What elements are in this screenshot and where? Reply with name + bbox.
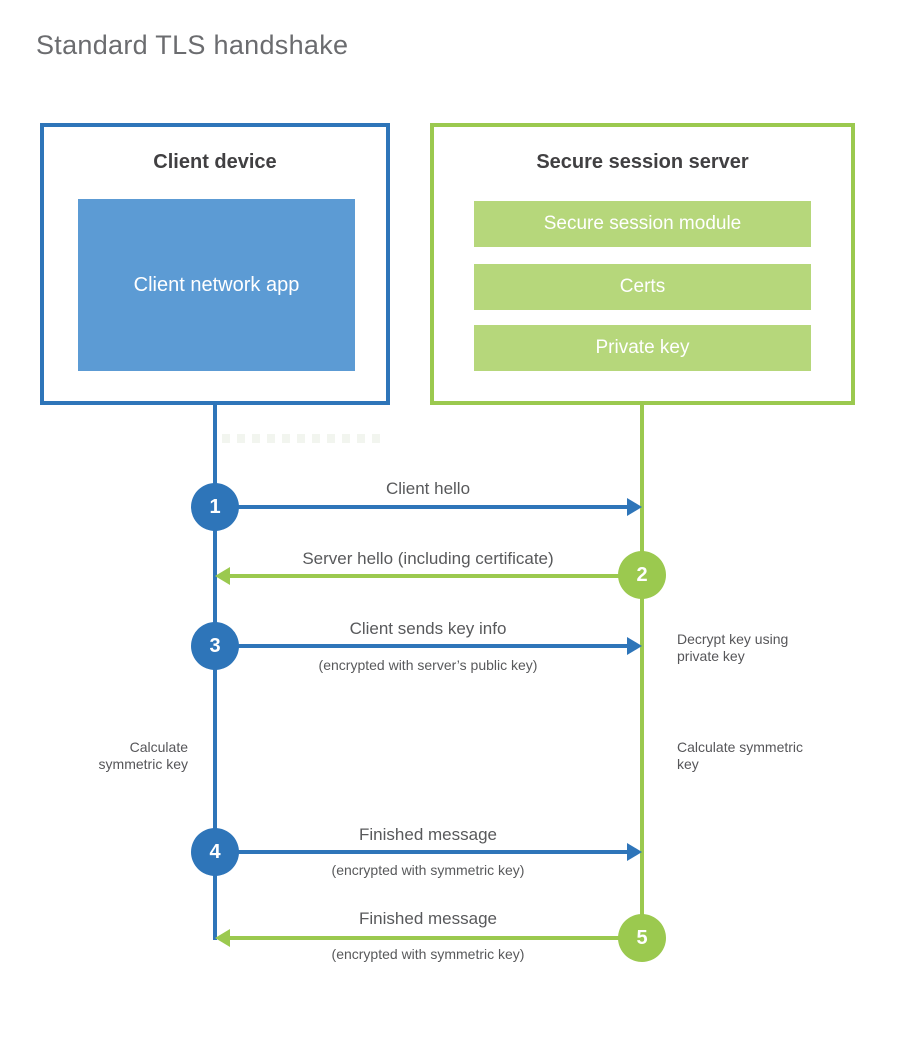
step-1-arrow-line xyxy=(215,505,628,509)
secure-session-server-box: Secure session server Secure session mod… xyxy=(430,123,855,405)
step-4-arrow-line xyxy=(215,850,628,854)
step-1-label: Client hello xyxy=(385,479,471,498)
step-2-badge: 2 xyxy=(618,551,666,599)
step-1-arrowhead-right-icon xyxy=(627,498,642,516)
client-lifeline xyxy=(213,405,217,940)
client-device-title: Client device xyxy=(153,151,277,173)
step-3-label: Client sends key info xyxy=(349,619,507,638)
step-5-label: Finished message xyxy=(359,909,497,928)
note-calculate-symmetric-key-server: Calculate symmetric key xyxy=(677,739,804,773)
server-module-certs: Certs xyxy=(474,264,811,310)
client-device-box: Client device Client network app xyxy=(40,123,390,405)
step-5-arrow-line xyxy=(230,936,642,940)
note-decrypt-key: Decrypt key using private key xyxy=(677,631,789,665)
step-5-badge: 5 xyxy=(618,914,666,962)
step-1-badge: 1 xyxy=(191,483,239,531)
step-3-arrow-line xyxy=(215,644,628,648)
server-module-private-key: Private key xyxy=(474,325,811,371)
server-module-secure-session: Secure session module xyxy=(474,201,811,247)
step-3-arrowhead-right-icon xyxy=(627,637,642,655)
step-5-sublabel: (encrypted with symmetric key) xyxy=(331,946,525,962)
step-4-badge: 4 xyxy=(191,828,239,876)
step-5-arrowhead-left-icon xyxy=(215,929,230,947)
step-4-arrowhead-right-icon xyxy=(627,843,642,861)
client-network-app-box: Client network app xyxy=(78,199,355,371)
client-network-app-label: Client network app xyxy=(133,273,300,296)
diagram-title: Standard TLS handshake xyxy=(36,30,349,60)
note-calculate-symmetric-key-client: Calculate symmetric key xyxy=(98,739,188,773)
step-4-sublabel: (encrypted with symmetric key) xyxy=(331,862,525,878)
step-2-arrowhead-left-icon xyxy=(215,567,230,585)
secure-session-server-title: Secure session server xyxy=(536,151,749,173)
faint-dashed-line xyxy=(222,434,386,443)
step-4-label: Finished message xyxy=(359,825,497,844)
step-2-arrow-line xyxy=(230,574,642,578)
server-lifeline xyxy=(640,405,644,938)
step-3-badge: 3 xyxy=(191,622,239,670)
step-3-sublabel: (encrypted with server’s public key) xyxy=(318,657,538,673)
step-2-label: Server hello (including certificate) xyxy=(302,549,554,568)
